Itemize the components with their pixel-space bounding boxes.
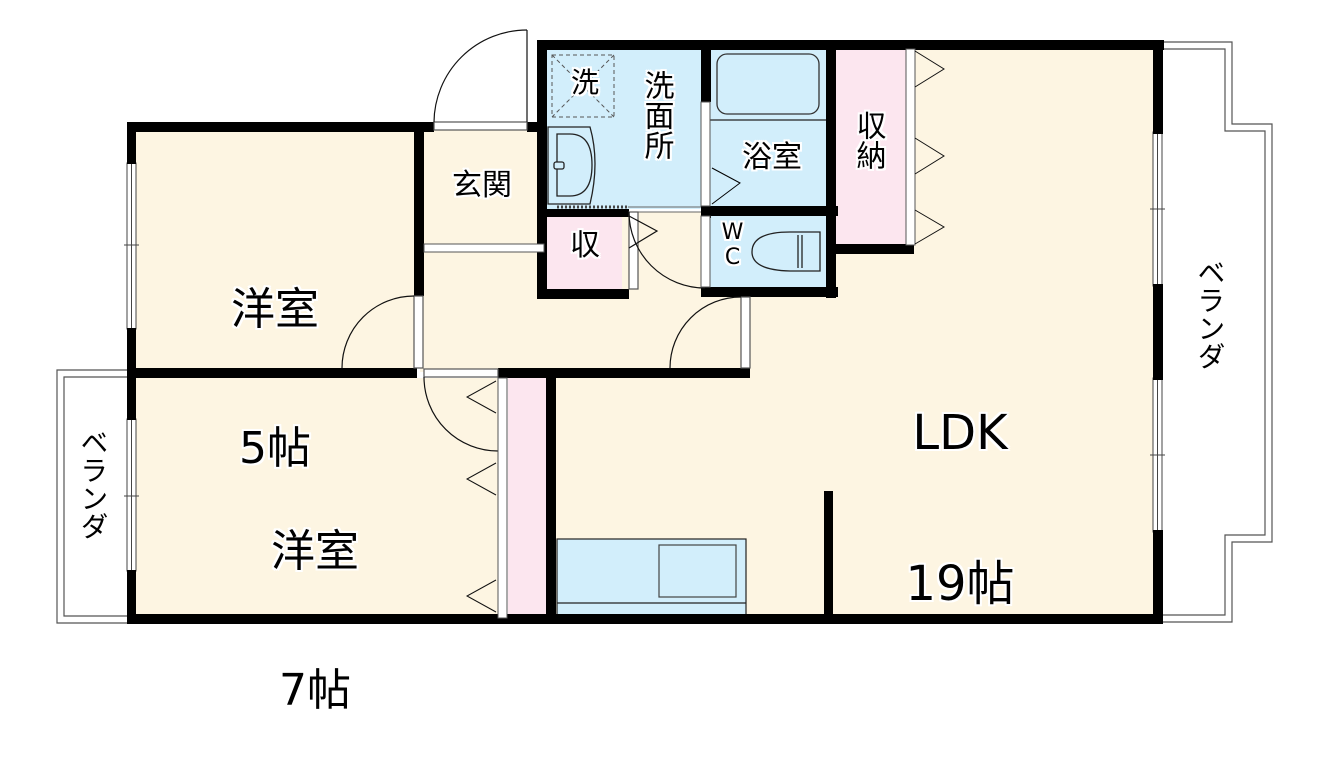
- bathroom-door-icon: [711, 167, 741, 205]
- room-label-washroom: 洗面所: [638, 70, 674, 160]
- floor-plan: [56, 29, 1273, 624]
- door-frames: [497, 48, 916, 619]
- swing-door-icon: [628, 211, 706, 290]
- washing-machine-pan-icon: [551, 54, 615, 118]
- folding-door-icon: [465, 380, 497, 613]
- entrance-door-icon: [433, 29, 528, 131]
- room-name: 洋室: [231, 284, 319, 336]
- room-label-entrance: 玄関: [452, 168, 512, 203]
- room-label-western-7: 洋室 7帖: [245, 437, 385, 760]
- swing-door-icon: [423, 368, 499, 452]
- room-size: 7帖: [279, 664, 351, 716]
- room-size: 5帖: [239, 422, 311, 474]
- room-name: 洋室: [271, 526, 359, 578]
- washbasin-icon: [547, 126, 596, 205]
- room-label-bathroom: 浴室: [742, 140, 802, 175]
- bathtub-icon: [709, 53, 830, 121]
- toilet-icon: [751, 231, 821, 272]
- room-label-closet-small: 収: [570, 228, 600, 263]
- room-label-washing-machine: 洗: [570, 66, 599, 99]
- kitchen-counter-icon: [556, 538, 747, 616]
- swing-door-icon: [341, 295, 424, 369]
- folding-door-icon: [914, 50, 945, 245]
- walls: [127, 40, 1164, 624]
- room-label-ldk: LDK 19帖: [880, 307, 1040, 660]
- room-size: 19帖: [905, 555, 1015, 612]
- swing-door-icon: [669, 296, 751, 369]
- balcony-right: [1159, 41, 1273, 623]
- room-label-toilet: WC: [720, 220, 745, 270]
- room-label-balcony-left: ベランダ: [76, 428, 110, 540]
- room-label-western-5: 洋室 5帖: [205, 195, 345, 518]
- room-name: LDK: [912, 404, 1008, 461]
- room-label-balcony-right: ベランダ: [1193, 258, 1227, 370]
- room-label-storage-ldk: 収納: [850, 110, 886, 170]
- entrance-step: [423, 243, 545, 253]
